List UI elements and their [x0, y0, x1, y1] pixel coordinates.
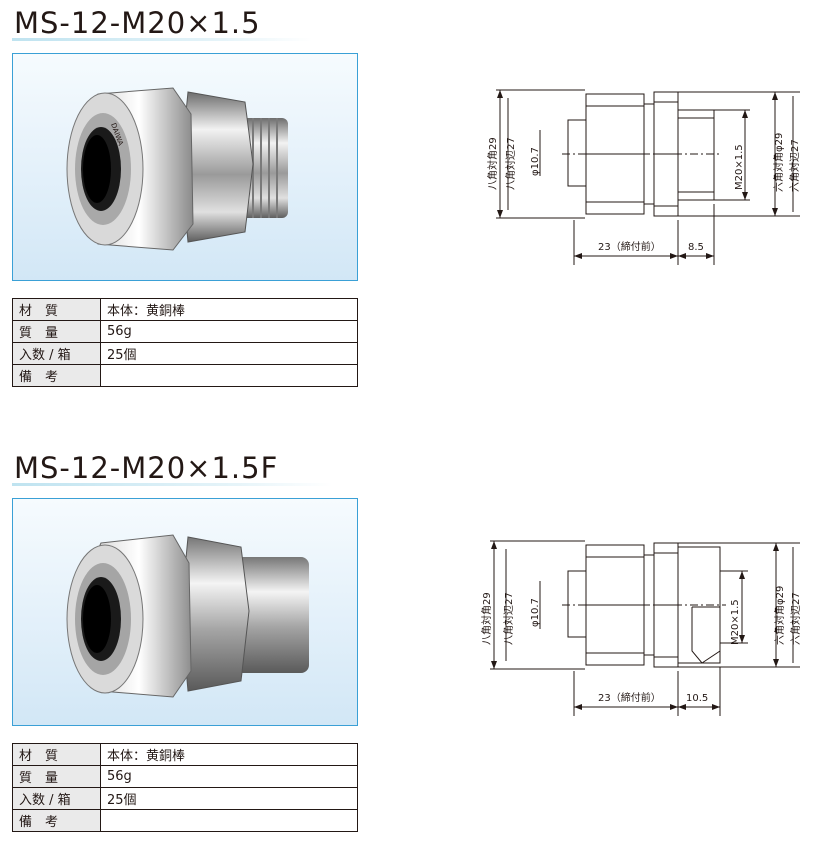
spec-label: 備 考: [12, 809, 101, 832]
spec-label: 質 量: [12, 765, 101, 788]
spec-label: 材 質: [12, 743, 101, 766]
product-title: MS-12-M20×1.5F: [14, 451, 279, 485]
bore-dim-label: φ10.7: [530, 147, 541, 176]
table-row: 質 量 56g: [12, 765, 358, 788]
length-dim-label: 23（締付前）: [598, 240, 661, 253]
spec-value: 25個: [100, 342, 358, 365]
left-dim-label-1: 八角対角29: [480, 592, 493, 645]
product-section-2: MS-12-M20×1.5F: [0, 445, 817, 851]
title-underline: [12, 38, 312, 41]
spec-value: 本体：黄銅棒: [100, 298, 358, 321]
spec-label: 備 考: [12, 364, 101, 387]
right-dim-label-1: 六角対角φ29: [773, 586, 786, 645]
title-underline: [12, 483, 332, 486]
thread-length-dim-label: 10.5: [686, 693, 708, 704]
table-row: 材 質 本体：黄銅棒: [12, 743, 358, 766]
spec-table: 材 質 本体：黄銅棒 質 量 56g 入数 / 箱 25個 備 考: [12, 743, 358, 832]
spec-label: 材 質: [12, 298, 101, 321]
left-dim-label-2: 八角対辺27: [502, 592, 515, 645]
right-dim-label-2: 六角対辺27: [789, 592, 802, 645]
length-dim-label: 23（締付前）: [598, 691, 661, 704]
spec-value: 56g: [100, 320, 358, 343]
spec-value: 56g: [100, 765, 358, 788]
spec-table: 材 質 本体：黄銅棒 質 量 56g 入数 / 箱 25個 備 考: [12, 298, 358, 387]
spec-value: 25個: [100, 787, 358, 810]
product-photo: DAIWA: [12, 53, 358, 281]
product-photo: [12, 498, 358, 726]
spec-label: 質 量: [12, 320, 101, 343]
left-dim-label-2: 八角対辺27: [504, 137, 517, 190]
bore-dim-label: φ10.7: [530, 598, 541, 627]
table-row: 備 考: [12, 364, 358, 387]
table-row: 入数 / 箱 25個: [12, 342, 358, 365]
right-dim-label-2: 六角対辺27: [788, 139, 801, 192]
spec-value: [100, 364, 358, 387]
thread-dim-label: M20×1.5: [730, 599, 741, 645]
spec-label: 入数 / 箱: [12, 342, 101, 365]
technical-drawing: 八角対角29 八角対辺27 φ10.7 M20×1.5 六角対角φ29 六角対辺…: [470, 80, 810, 270]
table-row: 入数 / 箱 25個: [12, 787, 358, 810]
technical-drawing: 八角対角29 八角対辺27 φ10.7 M20×1.5 六角対角φ29 六角対辺…: [470, 533, 810, 723]
right-dim-label-1: 六角対角φ29: [772, 133, 785, 192]
product-title: MS-12-M20×1.5: [14, 6, 261, 40]
spec-value: [100, 809, 358, 832]
left-dim-label-1: 八角対角29: [486, 137, 499, 190]
thread-dim-label: M20×1.5: [734, 144, 745, 190]
spec-value: 本体：黄銅棒: [100, 743, 358, 766]
table-row: 質 量 56g: [12, 320, 358, 343]
product-section-1: MS-12-M20×1.5: [0, 0, 817, 420]
table-row: 材 質 本体：黄銅棒: [12, 298, 358, 321]
table-row: 備 考: [12, 809, 358, 832]
thread-length-dim-label: 8.5: [688, 242, 704, 253]
spec-label: 入数 / 箱: [12, 787, 101, 810]
